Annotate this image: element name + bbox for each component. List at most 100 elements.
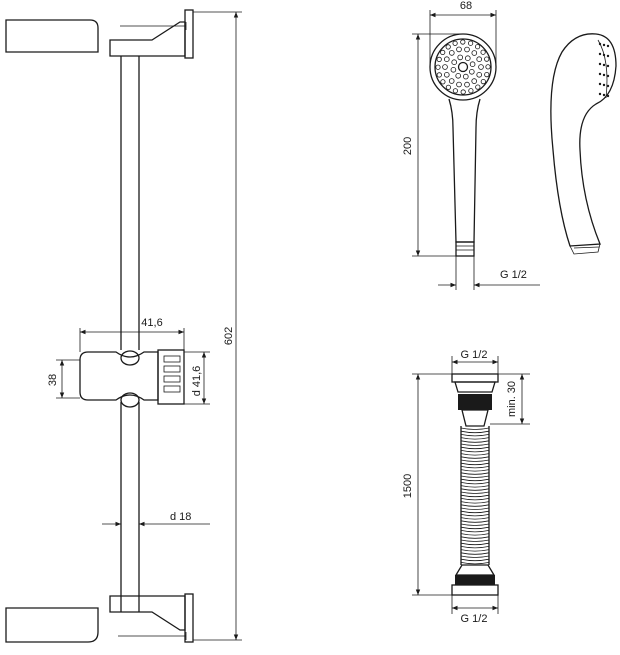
- dim-handshower-thread: G 1/2: [500, 269, 527, 281]
- hose-winding: [460, 507, 490, 510]
- bottom-screw: [118, 632, 187, 640]
- slider-clamp: [79, 351, 159, 401]
- hose-winding: [460, 542, 490, 546]
- hose-bottom-sleeve: [454, 564, 496, 576]
- hose-winding: [460, 440, 490, 443]
- hose-winding: [460, 546, 490, 549]
- hose-winding: [460, 498, 490, 501]
- spray-hole: [442, 64, 448, 70]
- hose-winding: [460, 469, 490, 472]
- top-screw: [120, 22, 187, 30]
- hose-winding: [460, 501, 490, 504]
- spray-hole: [464, 55, 471, 61]
- hose-winding: [460, 466, 490, 469]
- hose-top-sleeve: [461, 409, 489, 427]
- spray-nozzles: [435, 39, 491, 95]
- spray-hole: [445, 84, 451, 90]
- spray-hole: [460, 39, 466, 45]
- clamp-top-knob: [120, 350, 140, 366]
- side-spray-nozzles: [598, 42, 610, 98]
- spray-hole: [476, 56, 483, 62]
- hose-winding: [460, 488, 490, 491]
- top-wall-plate: [184, 9, 194, 59]
- spray-hole: [440, 79, 446, 85]
- hose-winding: [460, 549, 490, 552]
- side-spray-hole: [602, 73, 606, 77]
- dim-head-width: 68: [460, 0, 472, 12]
- holder-rib-1: [163, 355, 181, 363]
- hose-top-thread: [458, 394, 492, 410]
- spray-hole: [467, 40, 474, 46]
- bottom-wall-plate: [184, 593, 194, 643]
- spray-hole: [480, 79, 486, 85]
- side-spray-hole: [606, 84, 610, 88]
- handshower-holder: [157, 349, 185, 405]
- dim-bar-length: 602: [223, 327, 235, 345]
- dim-clamp-height: 38: [47, 374, 59, 386]
- shower-hose: G 1/2 min. 30 1500 G 1/2: [402, 349, 530, 625]
- spray-hole: [443, 56, 450, 62]
- side-spray-hole: [598, 62, 602, 66]
- spray-hole: [457, 54, 464, 61]
- spray-hole: [469, 61, 476, 67]
- side-spray-hole: [598, 42, 602, 46]
- side-spray-hole: [606, 44, 610, 48]
- side-face-edge: [597, 39, 608, 99]
- handshower-front-view: 68 200 G 1/2: [402, 0, 540, 290]
- hose-winding: [460, 453, 490, 456]
- slide-bar-assembly: 602 41,6 38 d 41,6 d 18: [5, 9, 242, 643]
- side-spray-hole: [598, 92, 602, 96]
- spray-hole: [436, 56, 442, 63]
- hose-coil: [460, 427, 490, 565]
- spray-hole: [464, 46, 470, 53]
- spray-hole: [451, 59, 458, 65]
- hose-winding: [460, 530, 490, 533]
- handshower-side-view: [550, 33, 617, 255]
- dim-hose-top-thread: G 1/2: [461, 349, 488, 361]
- spray-hole: [456, 81, 462, 88]
- hose-winding: [460, 533, 490, 536]
- holder-rib-3: [163, 375, 181, 383]
- side-spray-hole: [602, 83, 606, 87]
- spray-hole: [443, 72, 450, 78]
- hose-winding: [460, 472, 490, 475]
- hose-winding: [460, 437, 490, 440]
- spray-hole: [484, 56, 490, 62]
- dim-holder-diameter: d 41,6: [191, 366, 203, 397]
- side-spray-hole: [602, 53, 606, 57]
- side-spray-hole: [602, 93, 606, 97]
- dim-hose-bottom-thread: G 1/2: [461, 613, 488, 625]
- spray-hole: [448, 50, 455, 56]
- handshower-side-outline: [550, 33, 617, 247]
- spray-hole: [480, 49, 486, 55]
- spray-hole: [478, 64, 484, 70]
- top-bracket: [109, 21, 186, 57]
- spray-hole: [464, 81, 470, 88]
- hose-winding: [460, 504, 490, 507]
- dim-hose-min: min. 30: [506, 381, 518, 417]
- spray-hole: [456, 46, 462, 53]
- side-spray-hole: [602, 63, 606, 67]
- side-spray-hole: [598, 72, 602, 76]
- spray-hole: [485, 64, 491, 70]
- hose-winding: [460, 517, 490, 520]
- hose-winding: [460, 485, 490, 488]
- spray-hole: [471, 78, 478, 84]
- side-connector: [569, 243, 601, 255]
- center-nozzle: [457, 61, 469, 73]
- spray-hole: [452, 40, 458, 46]
- hose-winding: [460, 427, 490, 430]
- hose-winding: [460, 558, 490, 562]
- side-spray-hole: [606, 94, 610, 98]
- spray-hole: [475, 84, 481, 90]
- bottom-wall-cover: [5, 607, 99, 643]
- handshower-connector: [455, 241, 475, 257]
- hose-winding: [460, 539, 490, 542]
- dim-bracket-width: 41,6: [141, 317, 162, 329]
- side-spray-hole: [598, 52, 602, 56]
- handshower-handle: [448, 98, 481, 243]
- hose-winding: [460, 491, 490, 494]
- hose-winding: [460, 450, 490, 453]
